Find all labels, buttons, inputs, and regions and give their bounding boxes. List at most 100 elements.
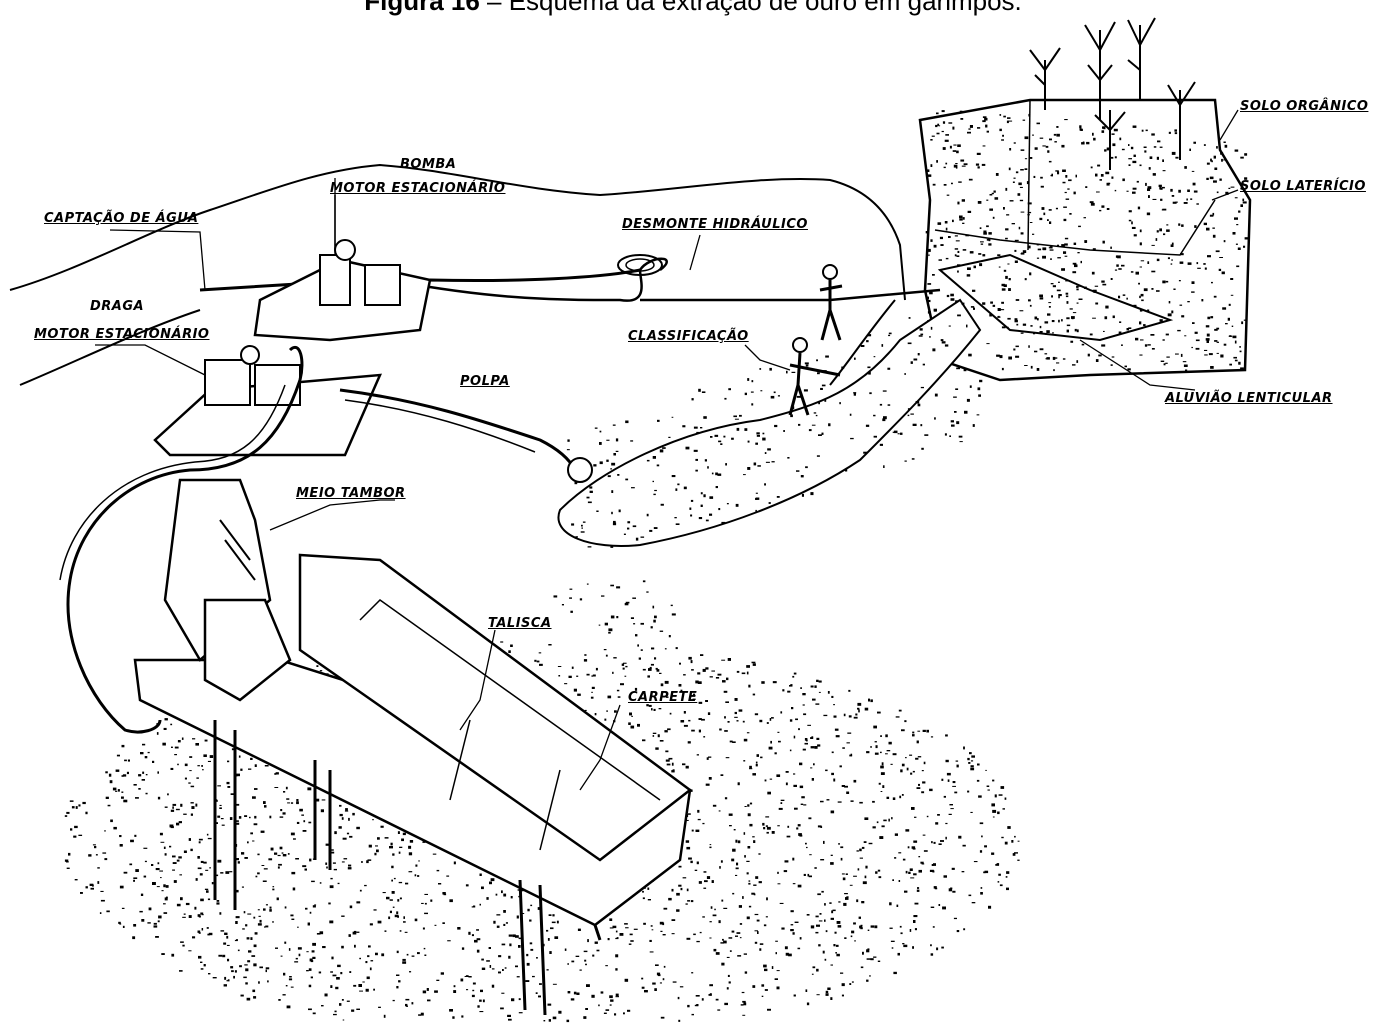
stipple-dot bbox=[725, 797, 727, 799]
stipple-dot bbox=[941, 339, 944, 341]
stipple-dot bbox=[610, 468, 612, 469]
stipple-dot bbox=[894, 857, 896, 859]
stipple-dot bbox=[188, 782, 190, 783]
stipple-dot bbox=[308, 923, 310, 926]
stipple-dot bbox=[831, 910, 833, 913]
stipple-dot bbox=[999, 129, 1002, 131]
stipple-dot bbox=[625, 927, 629, 928]
stipple-dot bbox=[653, 606, 655, 609]
stipple-dot bbox=[721, 900, 723, 902]
stipple-dot bbox=[945, 344, 948, 346]
stipple-dot bbox=[97, 881, 99, 884]
stipple-dot bbox=[1181, 224, 1184, 227]
stipple-dot bbox=[967, 758, 969, 760]
stipple-dot bbox=[623, 1012, 625, 1014]
stipple-dot bbox=[365, 961, 367, 963]
stipple-dot bbox=[1014, 852, 1018, 853]
stipple-dot bbox=[1207, 255, 1211, 257]
stipple-dot bbox=[716, 677, 719, 679]
stipple-dot bbox=[962, 166, 966, 167]
stipple-dot bbox=[1129, 164, 1131, 166]
stipple-dot bbox=[1008, 357, 1012, 360]
stipple-dot bbox=[501, 890, 503, 893]
stipple-dot bbox=[1058, 320, 1060, 323]
stipple-dot bbox=[651, 626, 653, 628]
stipple-dot bbox=[127, 772, 129, 774]
stipple-dot bbox=[664, 908, 668, 910]
stipple-dot bbox=[515, 966, 518, 968]
stipple-dot bbox=[981, 836, 983, 838]
stipple-dot bbox=[699, 517, 702, 519]
stipple-dot bbox=[550, 927, 554, 929]
stipple-dot bbox=[1216, 328, 1219, 330]
stipple-dot bbox=[816, 680, 819, 682]
stipple-dot bbox=[944, 184, 947, 186]
stipple-dot bbox=[322, 946, 326, 948]
stipple-dot bbox=[952, 127, 954, 130]
stipple-dot bbox=[110, 780, 113, 783]
stipple-dot bbox=[887, 797, 890, 799]
stipple-dot bbox=[409, 871, 413, 872]
stipple-dot bbox=[765, 452, 767, 454]
stipple-dot bbox=[128, 760, 130, 762]
stipple-dot bbox=[308, 1009, 312, 1011]
stipple-dot bbox=[1204, 350, 1207, 351]
stipple-dot bbox=[254, 823, 258, 825]
stipple-dot bbox=[577, 694, 581, 696]
stipple-dot bbox=[373, 989, 375, 991]
stipple-dot bbox=[66, 812, 69, 814]
stipple-dot bbox=[822, 385, 826, 387]
stipple-dot bbox=[862, 952, 864, 955]
stipple-dot bbox=[923, 364, 925, 366]
stipple-dot bbox=[858, 868, 860, 870]
stipple-dot bbox=[722, 939, 724, 941]
stipple-dot bbox=[644, 990, 648, 992]
stipple-dot bbox=[1018, 183, 1021, 186]
stipple-dot bbox=[296, 801, 299, 804]
stipple-dot bbox=[1079, 299, 1083, 301]
stipple-dot bbox=[669, 635, 671, 637]
stipple-dot bbox=[868, 334, 872, 336]
stipple-dot bbox=[518, 945, 521, 948]
stipple-dot bbox=[805, 743, 809, 745]
stipple-dot bbox=[1005, 798, 1007, 800]
stipple-dot bbox=[787, 691, 790, 693]
stipple-dot bbox=[914, 817, 916, 818]
stipple-dot bbox=[798, 424, 800, 426]
stipple-dot bbox=[241, 852, 244, 855]
stipple-dot bbox=[835, 932, 837, 934]
stipple-dot bbox=[999, 794, 1003, 796]
stipple-dot bbox=[145, 756, 148, 758]
stipple-dot bbox=[403, 833, 406, 835]
stipple-dot bbox=[1061, 145, 1064, 148]
stipple-dot bbox=[854, 358, 856, 360]
stipple-dot bbox=[617, 474, 619, 476]
stipple-dot bbox=[729, 981, 731, 983]
stipple-dot bbox=[931, 327, 933, 330]
stipple-dot bbox=[979, 380, 982, 382]
stipple-dot bbox=[1150, 334, 1154, 336]
stipple-dot bbox=[580, 598, 582, 600]
stipple-dot bbox=[647, 514, 649, 517]
label-organic-soil: SOLO ORGÂNICO bbox=[1240, 100, 1368, 114]
stipple-dot bbox=[671, 770, 674, 772]
stipple-dot bbox=[511, 896, 513, 898]
stipple-dot bbox=[747, 672, 749, 675]
stipple-dot bbox=[1073, 263, 1077, 265]
stipple-dot bbox=[699, 718, 702, 720]
stipple-dot bbox=[366, 860, 369, 863]
stipple-dot bbox=[1003, 808, 1006, 809]
stipple-dot bbox=[1065, 238, 1068, 240]
stipple-dot bbox=[1112, 133, 1115, 135]
stipple-dot bbox=[655, 964, 659, 966]
stipple-dot bbox=[963, 217, 965, 220]
stipple-dot bbox=[354, 945, 356, 948]
stipple-dot bbox=[159, 871, 163, 872]
stipple-dot bbox=[72, 806, 75, 808]
stipple-dot bbox=[291, 987, 294, 988]
stipple-dot bbox=[385, 930, 387, 932]
stipple-dot bbox=[653, 735, 655, 737]
stipple-dot bbox=[806, 847, 808, 848]
stipple-dot bbox=[358, 984, 362, 987]
stipple-dot bbox=[801, 475, 804, 477]
